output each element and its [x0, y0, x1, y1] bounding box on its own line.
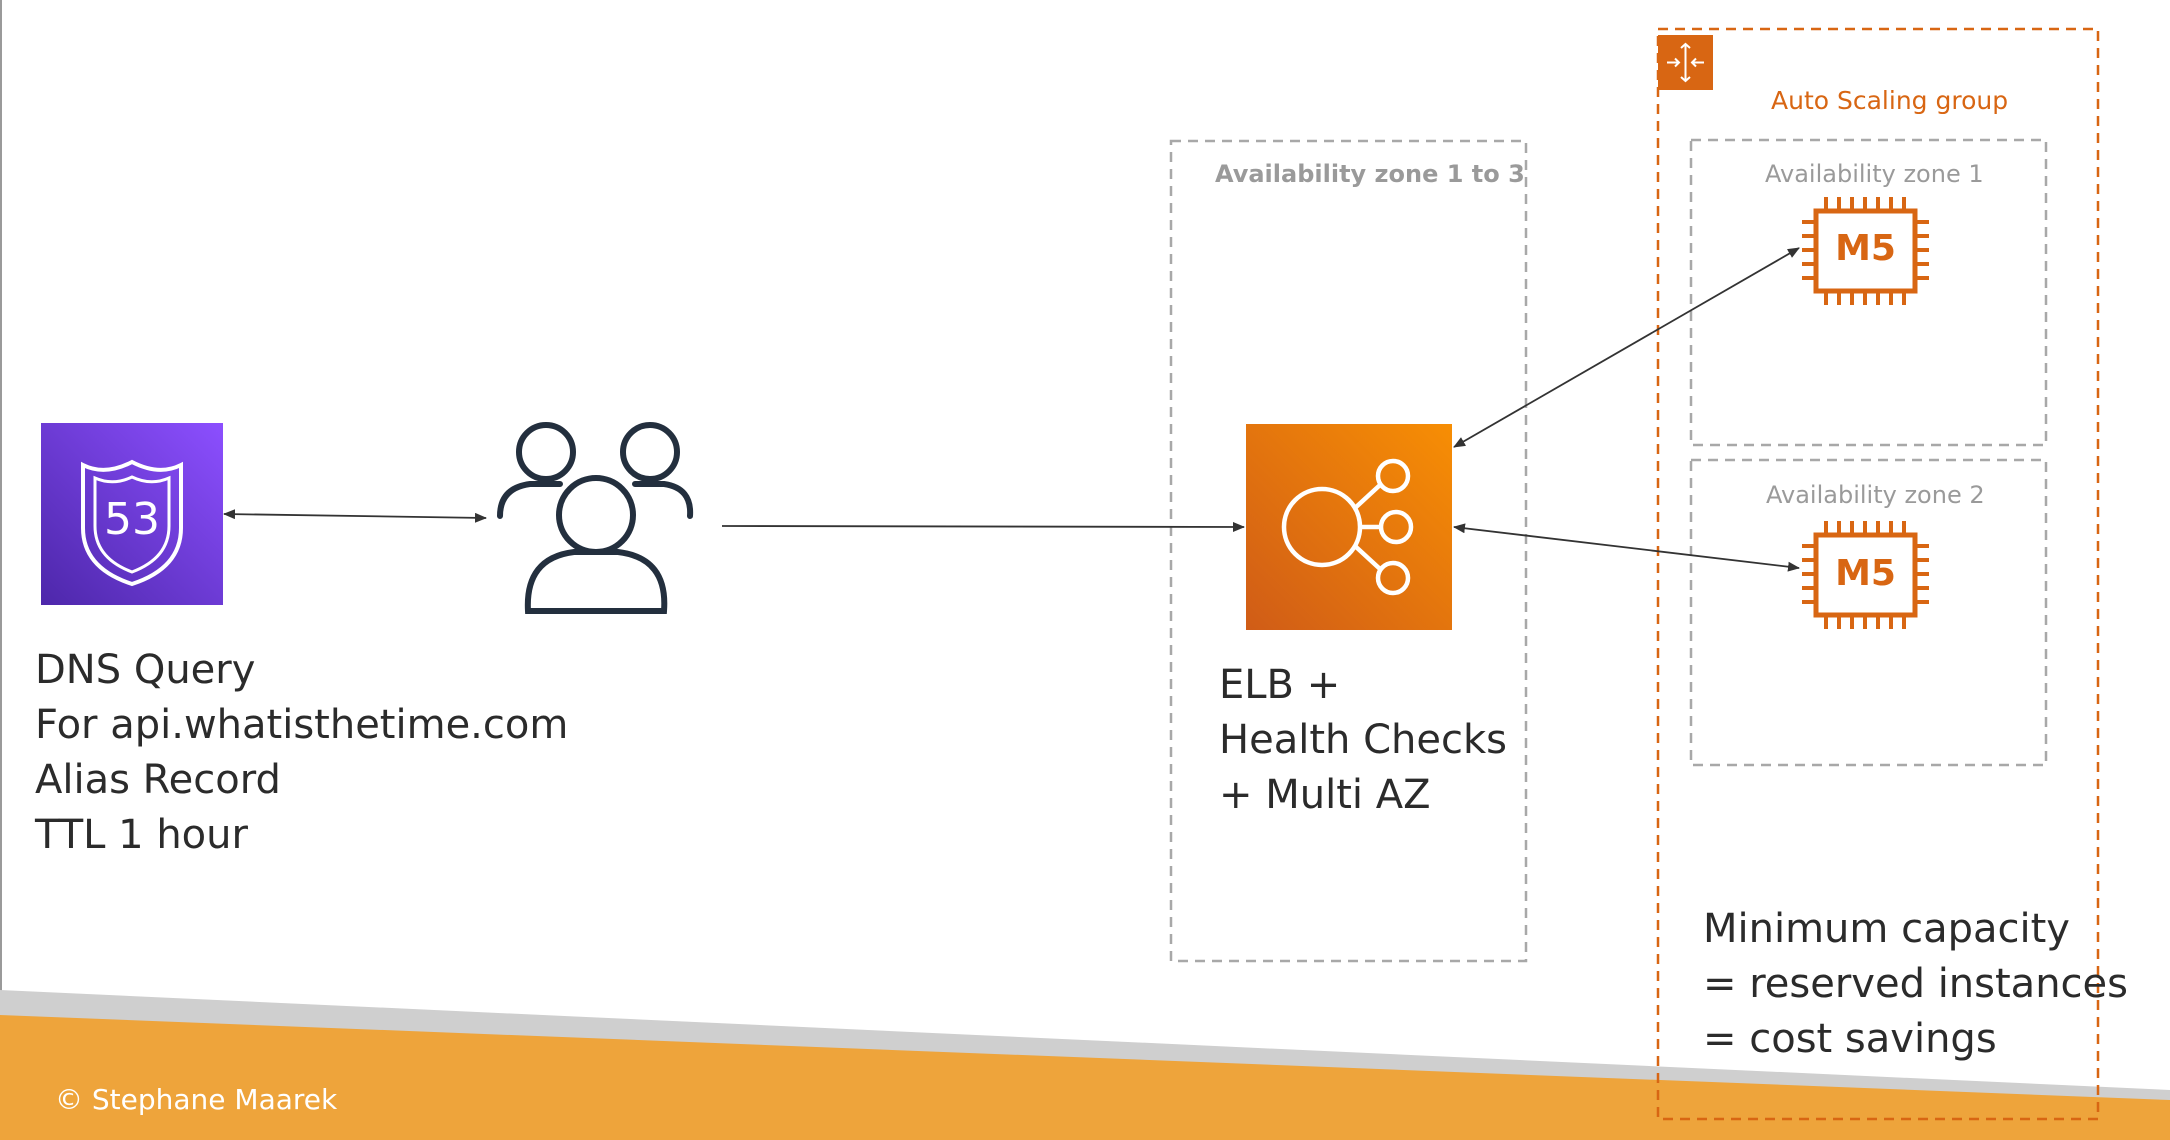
- arrow-elb-instance-az1: [1453, 247, 1800, 448]
- ec2-m5-instance-icon-az2: M5: [1802, 521, 1929, 629]
- auto-scaling-group-label: Auto Scaling group: [1771, 86, 2009, 115]
- arrow-elb-instance-az2: [1453, 523, 1800, 572]
- arrow-route53-users: [223, 509, 487, 523]
- availability-zone-2-label: Availability zone 2: [1766, 481, 1985, 509]
- elb-zone-label: Availability zone 1 to 3: [1215, 160, 1525, 188]
- dns-description: DNS Query For api.whatisthetime.com Alia…: [35, 643, 568, 863]
- dns-line-3: Alias Record: [35, 757, 281, 803]
- availability-zone-1-box: [1689, 138, 2048, 447]
- dns-line-4: TTL 1 hour: [35, 812, 248, 858]
- capacity-note-line-1: Minimum capacity: [1703, 906, 2070, 952]
- arrow-users-elb: [721, 521, 1245, 532]
- ec2-instance-type-az2: M5: [1835, 553, 1896, 594]
- elb-description: ELB + Health Checks + Multi AZ: [1219, 658, 1507, 823]
- elb-line-3: + Multi AZ: [1219, 772, 1431, 818]
- elb-line-2: Health Checks: [1219, 717, 1507, 763]
- copyright-text: © Stephane Maarek: [55, 1083, 338, 1116]
- availability-zone-1-label: Availability zone 1: [1765, 160, 1984, 188]
- users-icon: [497, 422, 694, 614]
- elb-line-1: ELB +: [1219, 662, 1341, 708]
- capacity-note-line-2: = reserved instances: [1703, 961, 2128, 1007]
- route53-shield-number: 53: [104, 494, 160, 545]
- auto-scaling-icon: [1658, 35, 1713, 90]
- dns-line-1: DNS Query: [35, 647, 256, 693]
- availability-zone-2-box: [1689, 458, 2048, 767]
- ec2-m5-instance-icon-az1: M5: [1802, 197, 1929, 305]
- capacity-note-line-3: = cost savings: [1703, 1016, 1997, 1062]
- dns-line-2: For api.whatisthetime.com: [35, 702, 569, 748]
- route53-icon: 53: [41, 423, 223, 605]
- ec2-instance-type-az1: M5: [1835, 228, 1896, 269]
- footer-band: [0, 1015, 2170, 1140]
- capacity-note: Minimum capacity = reserved instances = …: [1703, 902, 2128, 1067]
- elb-icon: [1246, 424, 1452, 630]
